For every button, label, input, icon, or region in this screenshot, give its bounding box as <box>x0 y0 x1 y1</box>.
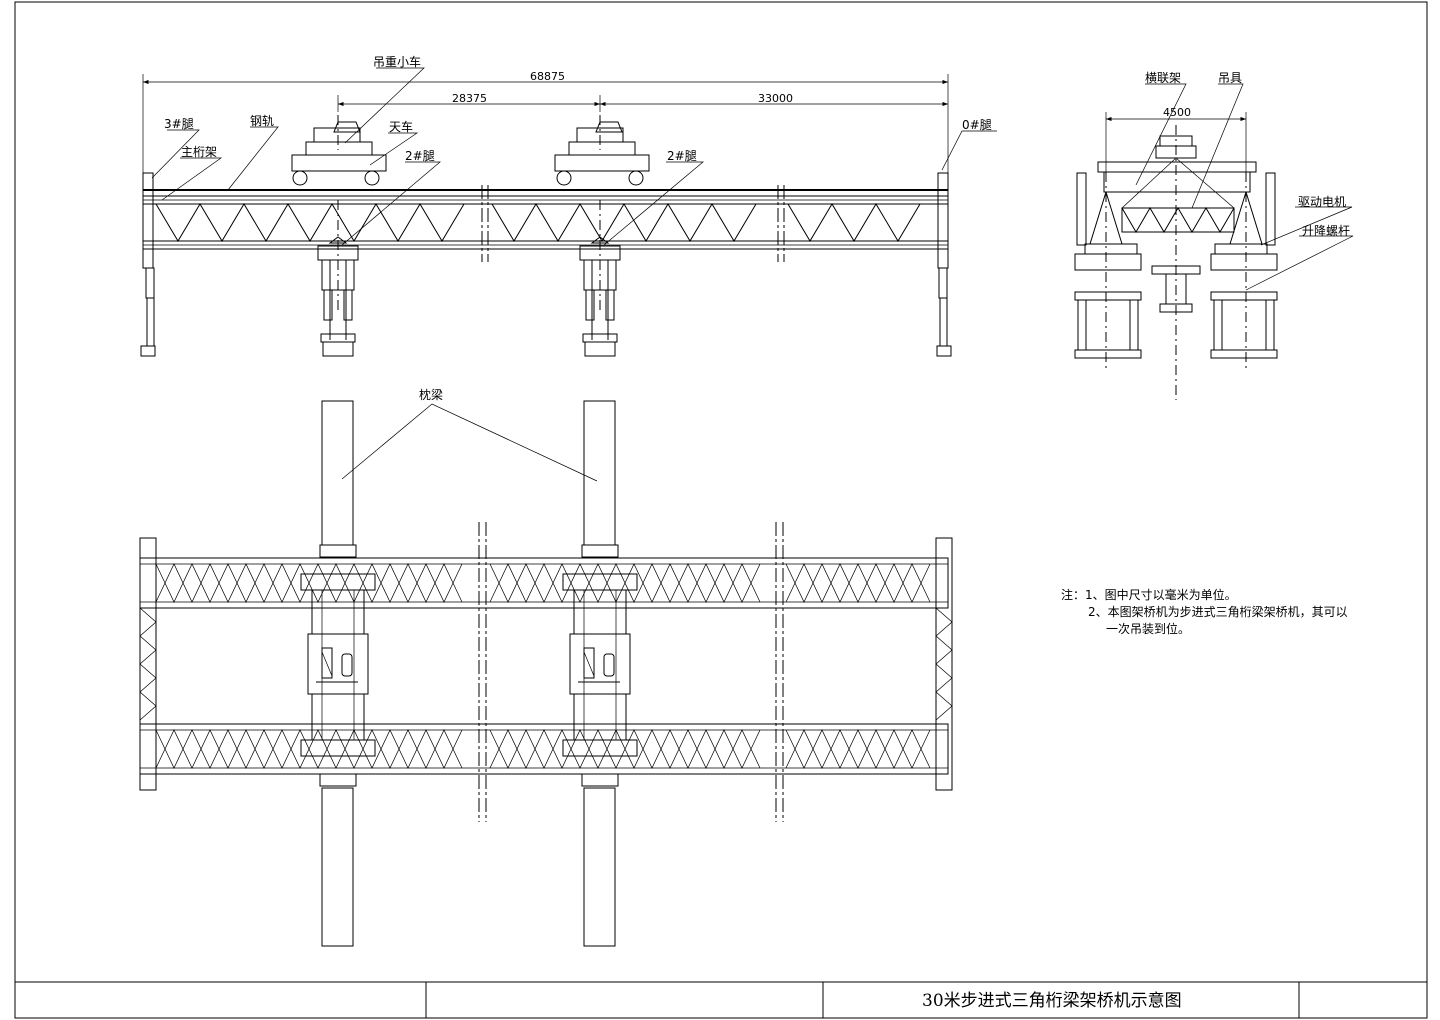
plan-diagonal <box>489 563 761 603</box>
spreader-tie <box>1121 157 1177 209</box>
label-leg2-left: 2#腿 <box>405 149 435 163</box>
label-leg3: 3#腿 <box>164 117 194 131</box>
note-line-2: 2、本图架桥机为步进式三角桁梁架桥机，其可以 <box>1088 604 1348 619</box>
sleeper-beam-right-top <box>583 400 616 546</box>
plan-leg-right <box>562 544 638 787</box>
bearing-top <box>581 544 619 558</box>
dim-total: 68875 <box>530 70 565 83</box>
label-screw: 升降螺杆 <box>1302 224 1350 238</box>
dim-right-span: 33000 <box>758 92 793 105</box>
label-leg2-right: 2#腿 <box>667 149 697 163</box>
plan-diagonal <box>785 729 931 769</box>
leader-sleeper <box>341 403 598 482</box>
leg-0 <box>936 172 952 357</box>
side-view <box>1074 83 1354 400</box>
sheet-border <box>14 1 1428 1019</box>
lift-screw <box>321 647 333 679</box>
note-line-3: 一次吊装到位。 <box>1106 621 1190 636</box>
bearing-bottom <box>319 773 357 787</box>
lift-screw <box>583 647 595 679</box>
drive-motor <box>603 653 615 677</box>
label-crane: 天车 <box>389 119 413 134</box>
motor-housing <box>569 633 631 695</box>
leader-leg2-left <box>341 161 441 246</box>
end-frame-diagonal <box>139 607 157 721</box>
dim-side-width: 4500 <box>1163 106 1191 119</box>
label-spreader: 吊具 <box>1218 71 1242 85</box>
plan-leg-left <box>300 544 376 787</box>
leader-crane <box>369 132 419 166</box>
plan-diagonal <box>489 729 761 769</box>
leg-2-right <box>579 200 621 357</box>
label-rail: 钢轨 <box>250 114 274 128</box>
bearing-bottom <box>581 773 619 787</box>
plan-diagonal <box>785 563 931 603</box>
leader-main-truss <box>161 157 223 201</box>
spreader-tie <box>1175 157 1235 209</box>
truss-diagonal <box>787 203 921 242</box>
leader-rail <box>227 126 279 191</box>
sleeper-beam-left-bottom <box>321 787 354 947</box>
screw-thread <box>321 651 333 677</box>
label-crossbeam: 横联架 <box>1145 71 1181 85</box>
plan-diagonal <box>785 729 931 769</box>
truss-web <box>143 199 948 246</box>
end-frame-diagonal <box>935 607 953 721</box>
plan-diagonal <box>785 563 931 603</box>
label-sleeper: 枕梁 <box>419 387 443 402</box>
sleeper-beam-left-top <box>321 400 354 546</box>
leg-3 <box>140 172 156 357</box>
leader-leg0 <box>941 130 997 171</box>
bearing-top <box>319 544 357 558</box>
crane-cart-left <box>291 115 387 186</box>
elevation-view <box>140 67 997 357</box>
plan-diagonal <box>155 729 463 769</box>
leader-leg2-right <box>603 161 704 246</box>
label-main-truss: 主桁架 <box>181 145 217 159</box>
crane-cart-right <box>554 115 650 186</box>
label-motor: 驱动电机 <box>1298 195 1346 209</box>
leg-2-left <box>317 200 359 357</box>
screw-thread <box>583 651 595 677</box>
leader-leg3 <box>151 129 200 179</box>
drive-motor <box>341 653 353 677</box>
label-leg0: 0#腿 <box>962 118 992 132</box>
drawing-title: 30米步进式三角桁梁架桥机示意图 <box>922 991 1182 1011</box>
sleeper-beam-right-bottom <box>583 787 616 947</box>
plan-diagonal <box>155 563 463 603</box>
side-truss-diagonal <box>1121 207 1235 233</box>
leader-trolley <box>344 67 425 144</box>
plan-view <box>139 400 953 947</box>
dim-left-span: 28375 <box>452 92 487 105</box>
motor-housing <box>307 633 369 695</box>
truss-diagonal <box>491 203 757 242</box>
truss-diagonal <box>155 203 465 242</box>
note-line-1: 注：1、图中尺寸以毫米为单位。 <box>1061 587 1237 602</box>
label-trolley: 吊重小车 <box>373 54 421 69</box>
